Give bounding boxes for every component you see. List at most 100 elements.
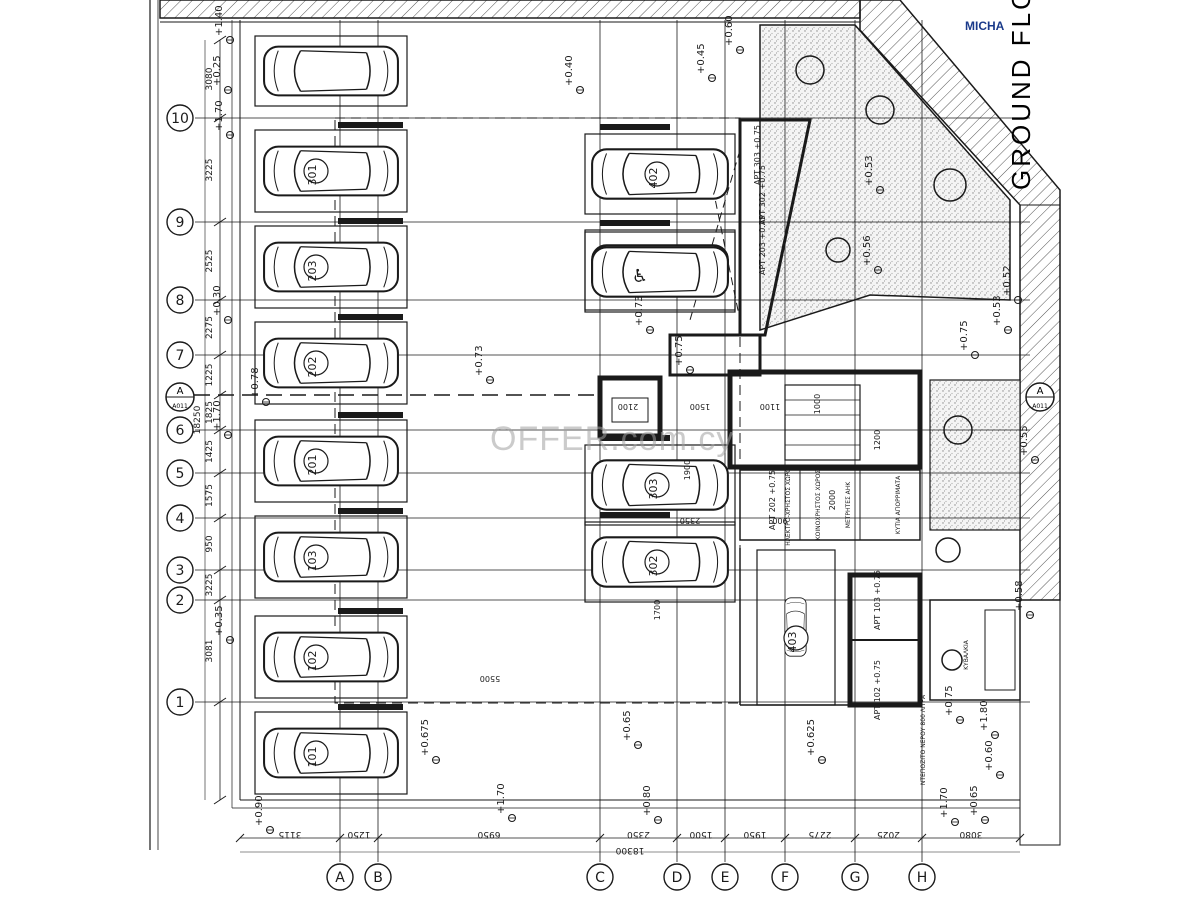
bay-number: 403 [786,632,799,653]
parking-bay [254,35,408,107]
dim-label: 3081 [205,640,215,663]
level-value: +0.78 [250,367,261,398]
parked-car [590,246,730,298]
grid-row-bubble [166,688,194,716]
grid-row-number: 10 [171,111,189,127]
bay-badge [303,544,329,570]
grid-row-number: 4 [176,511,185,527]
level-marker: +0.75 [959,320,979,359]
grid-row-bubble [166,104,194,132]
grid-row-bubble [166,416,194,444]
grid-row-bubble [166,286,194,314]
level-value: +0.45 [696,43,707,74]
level-marker: +0.56 [862,235,882,274]
level-marker: +0.65 [969,785,989,824]
parked-car [262,531,400,583]
parking-outline [334,117,741,704]
level-marker: +0.73 [474,345,494,384]
dim-tick [850,833,860,843]
parking-bay [254,615,408,699]
level-marker: +0.675 [420,719,440,764]
bay-badge [644,161,670,187]
apartment-label: APT 203 +0.75 [758,215,767,275]
grid-row-number: 6 [176,423,185,439]
bay-number: 302 [647,556,660,577]
accessible-bay [584,231,736,313]
dim-tick [213,565,227,575]
internal-dim: 1000 [813,394,822,414]
bay-number: 101 [306,747,319,768]
bay-number: 202 [306,357,319,378]
parking-bay [584,521,736,603]
dim-label: 2275 [809,829,832,839]
dim-label: 2275 [205,316,215,339]
room-label: ΚΥΤΙΑ ΑΠΟΡΡΙΜΑΤΑ [895,475,902,534]
dim-tick [672,833,682,843]
section-sheet: A011 [172,403,188,410]
level-marker: +0.25 [212,55,232,94]
dim-label: 1250 [347,829,370,839]
internal-dim: 2350 [680,516,700,525]
room-label: ΜΕΤΡΗΤΕΣ ΑΗΚ [845,481,852,529]
dim-tick [335,833,345,843]
grid-row-number: 9 [176,215,185,231]
bay-badge [303,448,329,474]
parking-layer: 301203202201103102101402401303302♿403 [254,35,836,795]
level-marker: +1.70 [939,787,959,826]
parking-bay [254,129,408,213]
level-marker: +0.55 [1019,425,1039,464]
level-value: +0.75 [959,320,970,351]
parking-bay [584,133,736,215]
grid-col-bubble [711,863,739,891]
dim-label: 3080 [205,67,215,90]
room-label: ΚΥΒΑΛΚΙΑ [963,639,970,670]
dim-tick [235,833,245,843]
dim-tick [917,833,927,843]
bay-badge [303,158,329,184]
internal-dim: 5500 [480,674,500,683]
dim-label: 3225 [205,159,215,182]
dim-tick [213,513,227,523]
apartment-label: APT 103 +0.75 [873,570,882,630]
grid-row-bubble [166,556,194,584]
level-value: +0.65 [622,710,633,741]
grid-row-bubble [166,586,194,614]
level-value: +0.58 [1014,580,1025,611]
bay-divider [600,435,670,441]
apartment-label: APT 303 +0.75 [753,125,762,185]
level-marker: +0.52 [1002,265,1022,304]
parking-bay [254,321,408,405]
grid-col-bubble [663,863,691,891]
internal-dim: 1500 [690,402,710,411]
level-marker: +0.65 [622,710,642,749]
level-marker: +1.40 [214,5,234,44]
grid-col-bubble [771,863,799,891]
internal-dim: 2000 [828,490,837,510]
level-value: +1.70 [214,100,225,131]
grid-col-bubble [326,863,354,891]
grid-row-number: 2 [176,593,185,609]
grid-row-bubble [166,341,194,369]
apartment-label: APT 302 +0.75 [758,165,767,225]
level-value: +1.70 [496,783,507,814]
dim-label: 1425 [205,440,215,463]
dim-tick [780,833,790,843]
grid-col-letter: H [917,870,928,886]
grid-col-bubble [364,863,392,891]
bay-divider [600,220,670,226]
grid-col-bubble [586,863,614,891]
level-value: +0.73 [634,295,645,326]
bay-divider [600,512,670,518]
dim-tick [213,697,227,707]
total-dim-vertical: 18250 [193,405,203,434]
level-marker: +0.73 [634,295,654,334]
level-marker: +0.90 [254,795,274,834]
level-value: +0.25 [212,55,223,86]
section-sheet: A011 [1032,403,1048,410]
dim-tick [373,833,383,843]
dim-tick [213,468,227,478]
parked-car [262,435,400,487]
bay-divider [338,314,403,320]
dim-label: 6950 [477,829,500,839]
